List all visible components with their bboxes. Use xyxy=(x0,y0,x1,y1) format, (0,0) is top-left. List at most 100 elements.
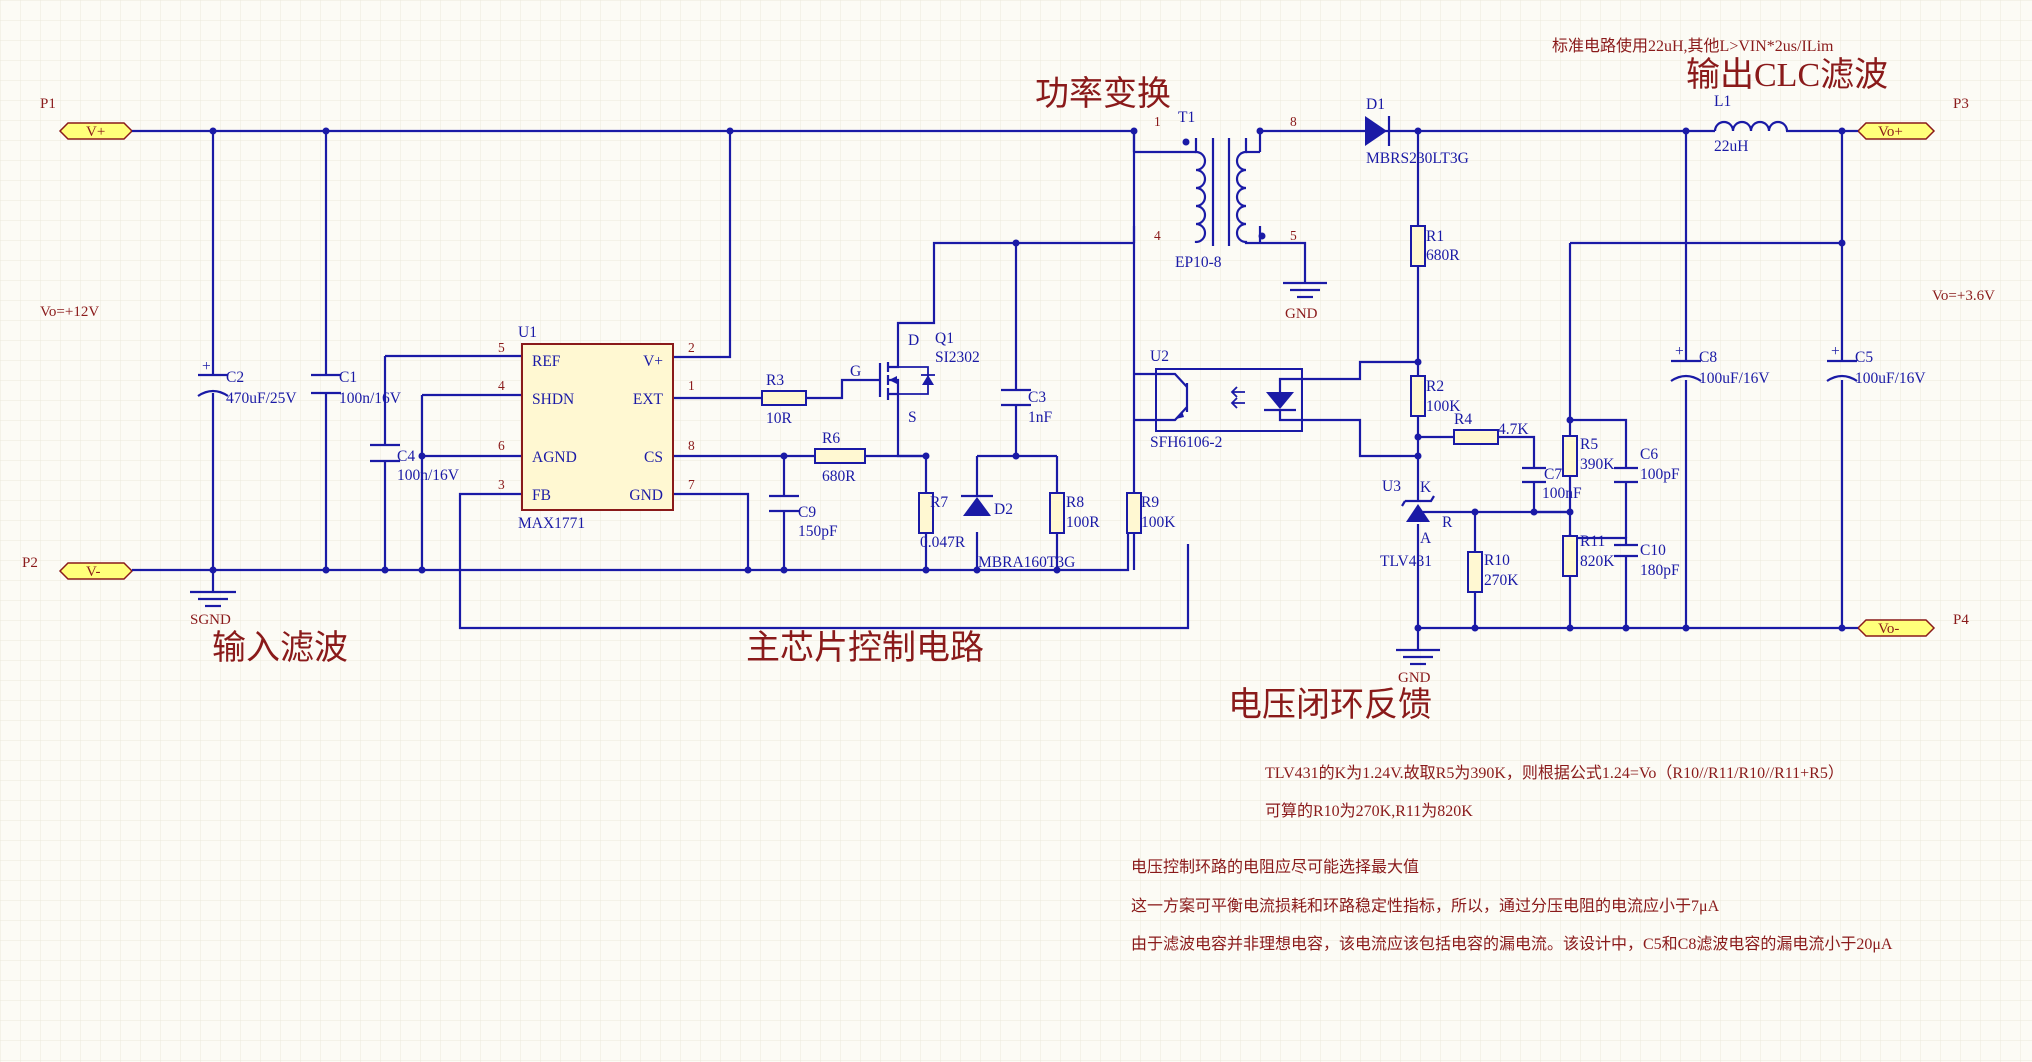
u1-pin-ext: EXT xyxy=(633,391,664,408)
c4-value: 100n/16V xyxy=(397,467,460,484)
u3-part: TLV431 xyxy=(1380,553,1432,570)
r10-ref: R10 xyxy=(1484,552,1510,569)
note-design-2: 这一方案可平衡电流损耗和环路稳定性指标，所以，通过分压电阻的电流应小于7μA xyxy=(1131,896,1720,915)
c4-ref: C4 xyxy=(397,448,415,465)
transformer-t1: 1 4 8 5 T1 EP10-8 xyxy=(1134,109,1297,271)
c9-value: 150pF xyxy=(798,523,838,540)
note-formula-2: 可算的R10为270K,R11为820K xyxy=(1265,801,1473,820)
u1-max1771: U1 MAX1771 REF SHDN AGND FB V+ EXT CS GN… xyxy=(498,324,695,532)
c10-ref: C10 xyxy=(1640,542,1666,559)
r7-ref: R7 xyxy=(930,494,948,511)
l1-ref: L1 xyxy=(1714,93,1731,110)
q1-part: SI2302 xyxy=(935,349,980,366)
u3-k: K xyxy=(1420,479,1432,496)
t1-pin-5: 5 xyxy=(1290,228,1297,243)
r9-ref: R9 xyxy=(1141,494,1159,511)
u1-pin-num-6: 6 xyxy=(498,438,505,453)
r4-value: 4.7K xyxy=(1498,421,1529,438)
gnd2-label: GND xyxy=(1398,670,1431,686)
u1-pin-num-3: 3 xyxy=(498,477,505,492)
svg-text:+: + xyxy=(1675,343,1684,360)
capacitor-c5: + C5 100uF/16V xyxy=(1826,343,1926,387)
section-title-feedback: 电压闭环反馈 xyxy=(1228,686,1432,724)
u2-ref: U2 xyxy=(1150,348,1169,365)
c1-value: 100n/16V xyxy=(339,390,402,407)
capacitor-c2: + C2 470uF/25V xyxy=(197,358,297,407)
note-design-3: 由于滤波电容并非理想电容，该电流应该包括电容的漏电流。该设计中，C5和C8滤波电… xyxy=(1131,934,1893,953)
note-formula-1: TLV431的K为1.24V.故取R5为390K，则根据公式1.24=Vo（R1… xyxy=(1265,764,1844,782)
mosfet-q1: D G S Q1 SI2302 xyxy=(850,330,980,426)
t1-ref: T1 xyxy=(1178,109,1195,126)
port-p4-label: P4 xyxy=(1953,612,1969,628)
d2-part: MBRA160T3G xyxy=(978,554,1075,571)
c9-ref: C9 xyxy=(798,504,816,521)
resistor-r9: R9 100K xyxy=(1126,492,1176,534)
u3-a: A xyxy=(1420,530,1432,547)
u1-ref: U1 xyxy=(518,324,537,341)
u1-pin-ref: REF xyxy=(532,353,561,370)
port-p1: V+ P1 xyxy=(40,96,134,140)
d1-ref: D1 xyxy=(1366,96,1385,113)
section-title-power-conversion: 功率变换 xyxy=(1035,75,1171,113)
port-p3: Vo+ P3 xyxy=(1856,96,1969,140)
c6-ref: C6 xyxy=(1640,446,1658,463)
t1-pin-1: 1 xyxy=(1154,114,1161,129)
section-title-output-filter: 输出CLC滤波 xyxy=(1686,56,1888,94)
port-vin-minus-label: V- xyxy=(86,564,100,580)
svg-text:+: + xyxy=(202,358,211,375)
inductor-l1: L1 22uH xyxy=(1713,93,1789,155)
c1-ref: C1 xyxy=(339,369,357,386)
r9-value: 100K xyxy=(1141,514,1176,531)
r7-value: 0.047R xyxy=(920,534,966,551)
u1-part: MAX1771 xyxy=(518,515,585,532)
c2-value: 470uF/25V xyxy=(226,390,297,407)
resistor-r4: R4 4.7K xyxy=(1453,411,1529,445)
r5-ref: R5 xyxy=(1580,436,1598,453)
capacitor-c10: C10 180pF xyxy=(1614,542,1680,579)
c8-value: 100uF/16V xyxy=(1699,370,1770,387)
r8-ref: R8 xyxy=(1066,494,1084,511)
u2-part: SFH6106-2 xyxy=(1150,434,1222,451)
c5-ref: C5 xyxy=(1855,349,1873,366)
c3-ref: C3 xyxy=(1028,389,1046,406)
diode-d1: D1 MBRS230LT3G xyxy=(1365,96,1469,167)
optocoupler-u2: U2 SFH6106-2 xyxy=(1150,348,1303,451)
c3-value: 1nF xyxy=(1028,409,1053,426)
u1-pin-num-1: 1 xyxy=(688,378,695,393)
u1-body xyxy=(521,343,674,511)
port-vin-plus-label: V+ xyxy=(86,124,105,140)
u1-pin-vplus: V+ xyxy=(643,353,663,370)
r11-ref: R11 xyxy=(1580,533,1605,550)
r1-value: 680R xyxy=(1426,247,1460,264)
r6-ref: R6 xyxy=(822,430,840,447)
u1-pin-gnd: GND xyxy=(629,487,663,504)
sgnd-label: SGND xyxy=(190,612,231,628)
section-title-control: 主芯片控制电路 xyxy=(746,629,984,667)
resistor-r11: R11 820K xyxy=(1562,533,1615,577)
t1-pin-8: 8 xyxy=(1290,114,1297,129)
shunt-regulator-u3: U3 K A R TLV431 xyxy=(1380,478,1453,570)
c10-value: 180pF xyxy=(1640,562,1680,579)
u1-pin-num-5: 5 xyxy=(498,340,505,355)
c5-value: 100uF/16V xyxy=(1855,370,1926,387)
r10-value: 270K xyxy=(1484,572,1519,589)
capacitor-c4: C4 100n/16V xyxy=(370,443,460,484)
d2-ref: D2 xyxy=(994,501,1013,518)
capacitor-c3: C3 1nF xyxy=(1001,388,1053,426)
u1-pin-num-7: 7 xyxy=(688,477,695,492)
port-p3-label: P3 xyxy=(1953,96,1969,112)
section-title-input-filter: 输入滤波 xyxy=(212,629,348,667)
q1-ref: Q1 xyxy=(935,330,954,347)
port-p4: Vo- P4 xyxy=(1856,612,1969,637)
u3-ref: U3 xyxy=(1382,478,1401,495)
wires xyxy=(132,129,1858,650)
c7-ref: C7 xyxy=(1544,466,1562,483)
r6-value: 680R xyxy=(822,468,856,485)
port-vo-minus-label: Vo- xyxy=(1878,621,1899,637)
u1-pin-cs: CS xyxy=(644,449,663,466)
u1-pin-num-4: 4 xyxy=(498,378,505,393)
ground-gnd-output: GND xyxy=(1396,648,1440,686)
